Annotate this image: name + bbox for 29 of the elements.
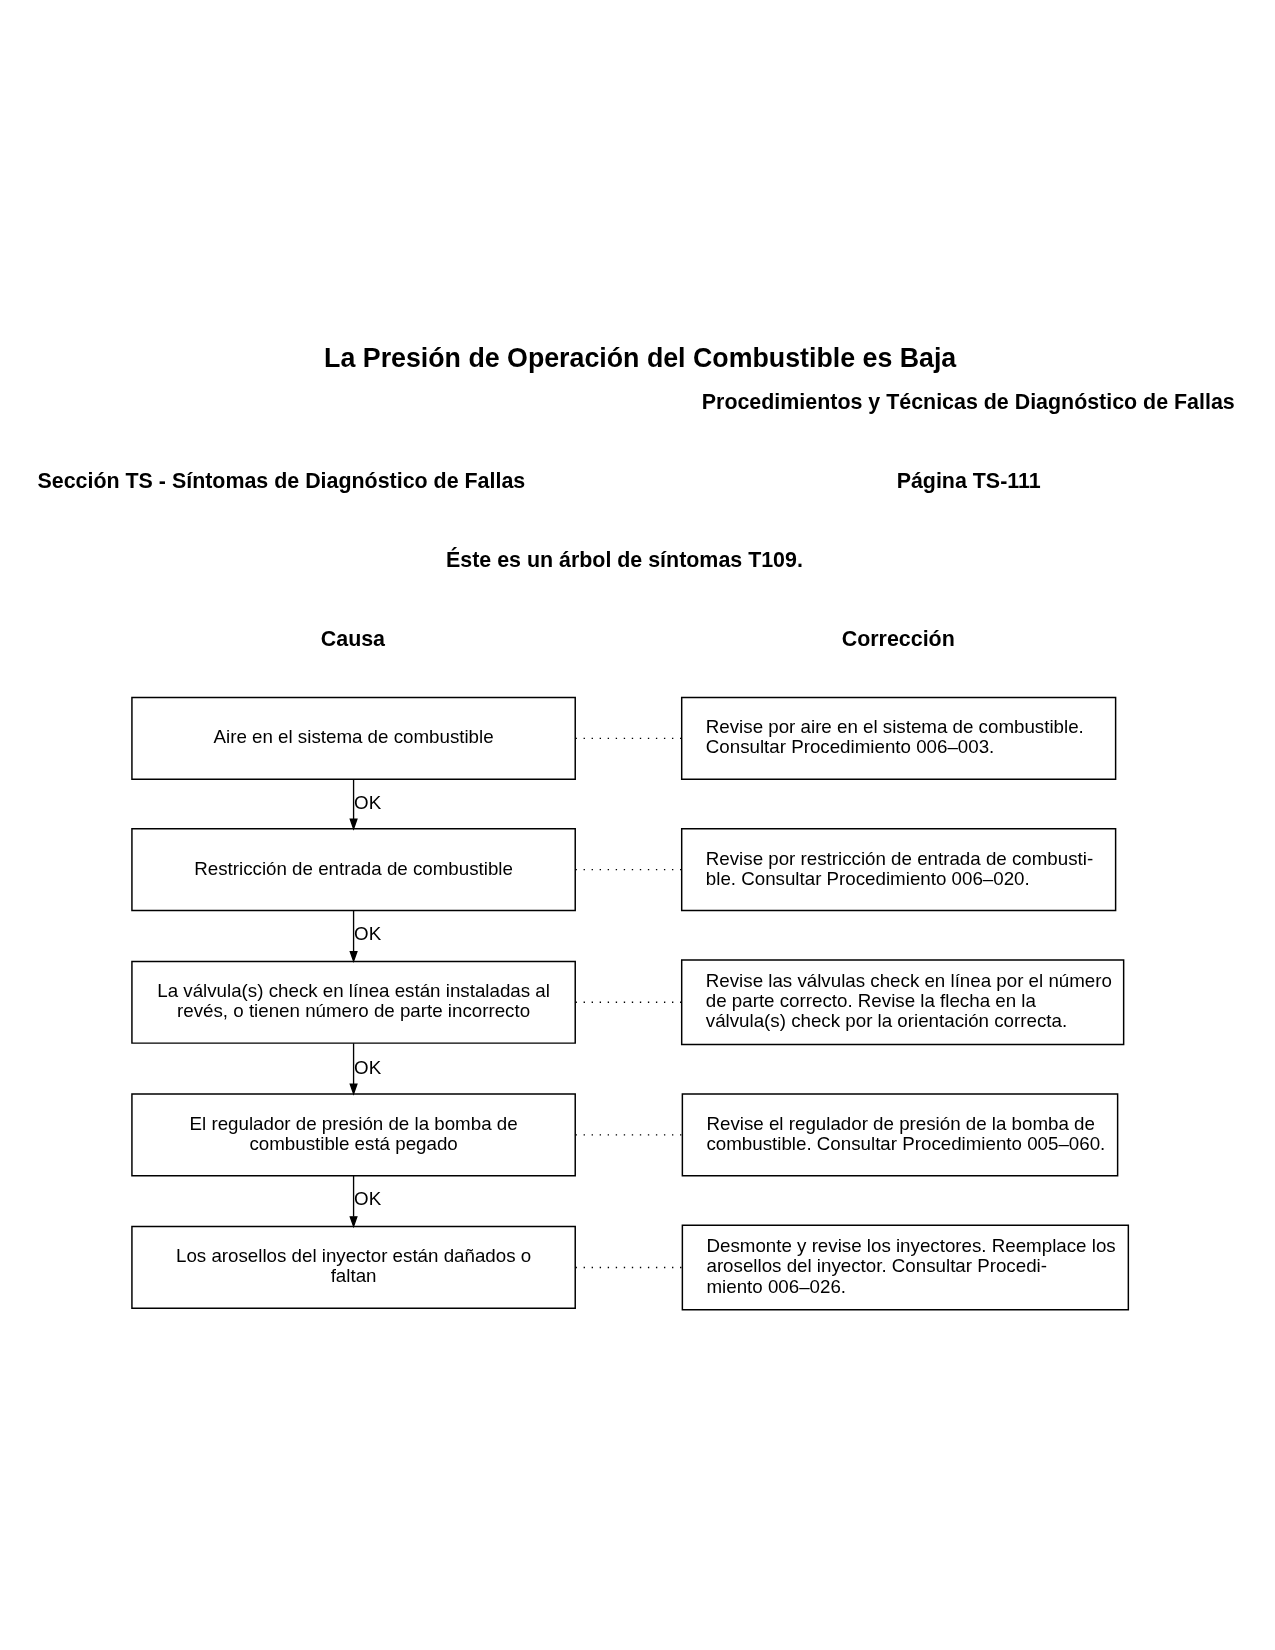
label: Procedimientos y Técnicas de Diagnóstico de Fallas [701,389,1235,414]
label: Página TS-111 [896,468,1041,493]
connector [574,868,683,870]
arrow [349,1174,358,1228]
node-box: El regulador de presión de la bomba de combustible está pegado [131,1092,576,1176]
arrow [349,778,358,831]
node-box: Revise por restricción de entrada de combusti- ble. Consultar Procedimiento 006–020. [680,827,1117,911]
label: Sección TS - Síntomas de Diagnóstico de Fallas [37,468,526,493]
label: Éste es un árbol de síntomas T109. [445,547,803,572]
node-box: Revise las válvulas check en línea por el número de parte correcto. Revise la flecha en la válvula(s) check por la orientación correcta. [680,958,1125,1045]
node-box: Restricción de entrada de combustible [131,827,576,911]
node-box: Aire en el sistema de combustible [131,696,576,780]
node-box: Revise el regulador de presión de la bomba de combustible. Consultar Procedimiento 005–060. [681,1092,1119,1176]
label: Causa [320,626,386,651]
label: Corrección [841,626,955,651]
edge-label: OK [354,791,382,813]
connector [574,1001,683,1003]
arrow [349,1042,358,1096]
edge-label: OK [354,1187,382,1209]
connector [574,1266,683,1268]
node-box: Los arosellos del inyector están dañados o faltan [131,1225,576,1309]
edge-label: OK [354,922,382,944]
node-box: Desmonte y revise los inyectores. Reemplace los arosellos del inyector. Consultar Procedi- miento 006–026. [681,1224,1130,1310]
arrow [349,909,358,963]
connector [574,737,683,739]
diagram-title: La Presión de Operación del Combustible es Baja [324,342,957,373]
edge-label: OK [354,1056,382,1078]
node-box: La válvula(s) check en línea están instaladas al revés, o tienen número de parte incorrecto [131,960,576,1044]
node-box: Revise por aire en el sistema de combustible. Consultar Procedimiento 006–003. [680,696,1117,780]
